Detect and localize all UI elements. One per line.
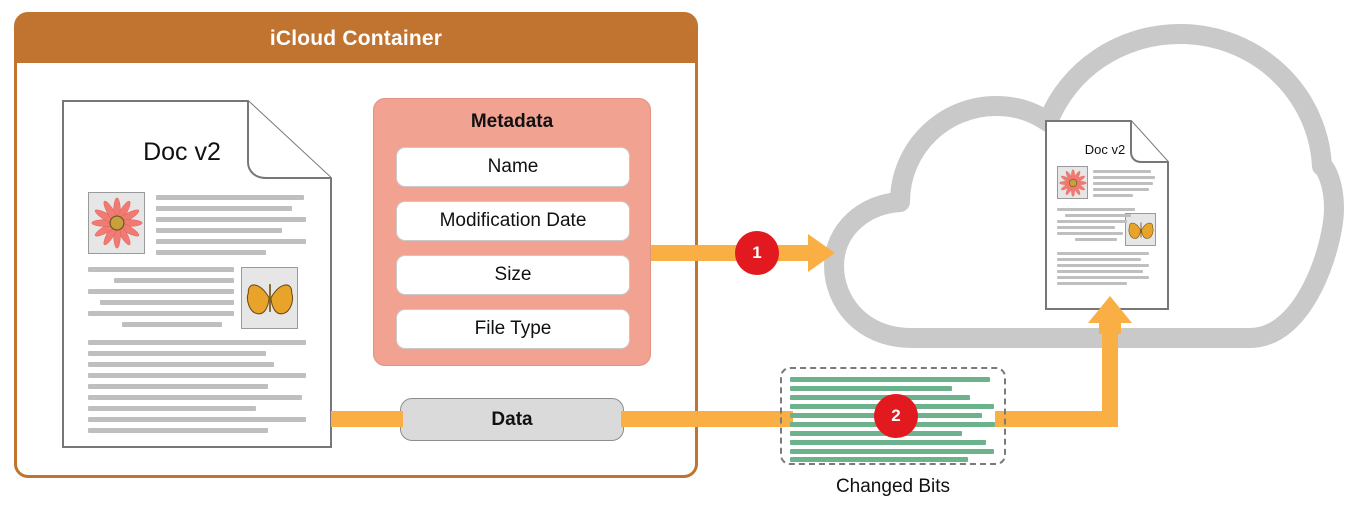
document-page-shape [62,100,332,448]
document-text-line [1057,232,1123,235]
flower-icon [91,197,142,249]
document-text-line [88,362,274,367]
flower-icon [1058,168,1087,197]
cloud-butterfly-image [1125,213,1156,246]
document-text-line [1075,238,1117,241]
document-text-line [88,384,268,389]
bit-line [790,457,968,462]
document-text-line [156,250,266,255]
document-text-line [122,322,222,327]
document-text-line [88,373,306,378]
bit-line [790,449,994,454]
document-text-line [1093,176,1155,179]
document-text-line [88,406,256,411]
document-text-line [1093,188,1149,191]
document-text-line [88,395,302,400]
metadata-item-modification-date[interactable]: Modification Date [396,201,630,241]
icloud-container-title: iCloud Container [269,27,443,50]
document-text-line [156,195,304,200]
butterfly-image [241,267,298,329]
document-text-line [156,228,282,233]
flower-image [88,192,145,254]
source-document: Doc v2 [62,100,332,448]
document-text-line [156,206,292,211]
document-text-line [1093,194,1133,197]
cloud-document: Doc v2 [1045,120,1169,310]
metadata-item-size[interactable]: Size [396,255,630,295]
icloud-container-header: iCloud Container [17,15,695,63]
changed-bits-label: Changed Bits [835,476,951,497]
data-flow-bar-right [995,411,1118,427]
butterfly-icon [1128,222,1153,239]
bit-line [790,431,962,436]
document-text-line [1057,220,1127,223]
document-text-line [88,340,306,345]
document-text-line [1093,182,1153,185]
document-text-line [1065,214,1131,217]
document-text-line [1057,208,1135,211]
step-2-badge: 2 [874,394,918,438]
document-text-line [1057,276,1149,279]
butterfly-icon [246,284,293,315]
document-text-line [88,311,234,316]
cloud-flower-image [1057,166,1088,199]
document-text-line [156,217,306,222]
document-text-line [88,428,268,433]
bit-line [790,395,970,400]
document-text-line [1057,270,1143,273]
data-flow-bar-vertical [1102,325,1118,419]
data-flow-arrowhead [1088,296,1132,334]
bit-line [790,386,952,391]
metadata-title: Metadata [470,111,554,132]
document-text-line [88,351,266,356]
data-flow-bar-left [331,411,403,427]
bit-line [790,440,986,445]
metadata-item-file-type[interactable]: File Type [396,309,630,349]
metadata-item-name[interactable]: Name [396,147,630,187]
data-flow-bar-mid [621,411,793,427]
metadata-panel: Metadata Name Modification Date Size Fil… [373,98,651,366]
bit-line [790,377,990,382]
document-text-line [88,267,234,272]
document-text-line [114,278,234,283]
document-text-line [1057,252,1149,255]
cloud-shape [824,24,1344,348]
step-1-badge: 1 [735,231,779,275]
cloud-document-title: Doc v2 [1084,142,1126,157]
document-text-line [1057,264,1149,267]
metadata-flow-arrowhead [776,234,835,272]
document-text-line [88,417,306,422]
document-text-line [1057,282,1127,285]
document-text-line [1093,170,1151,173]
document-text-line [1057,258,1141,261]
document-text-line [100,300,234,305]
metadata-flow-bar [651,245,737,261]
document-title: Doc v2 [143,138,221,166]
document-text-line [88,289,234,294]
document-text-line [1057,226,1115,229]
document-text-line [156,239,306,244]
data-pill[interactable]: Data [400,398,624,441]
